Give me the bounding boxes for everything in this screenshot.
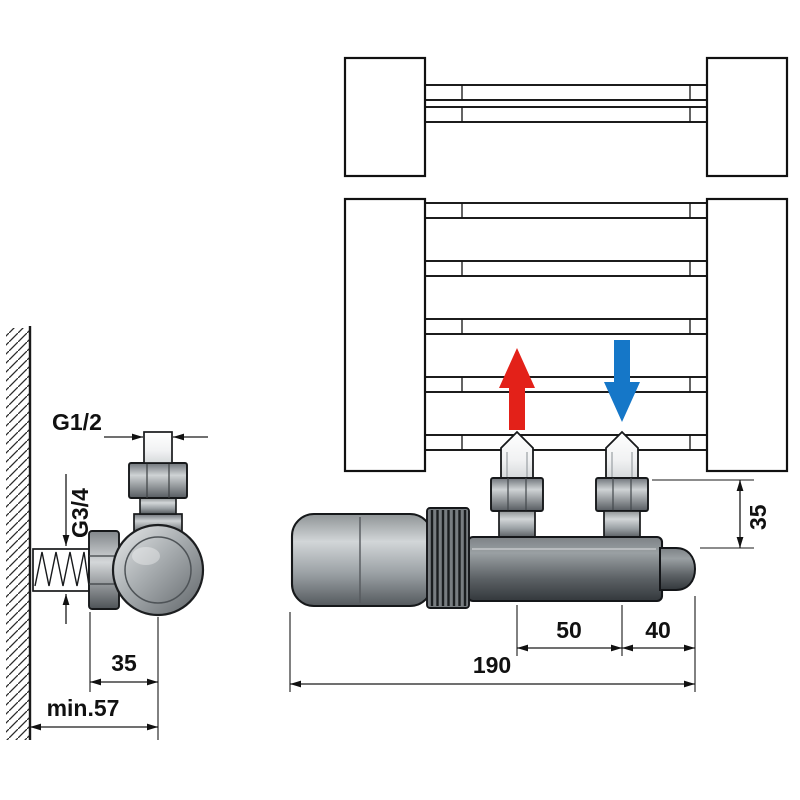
valve-union-facets	[146, 463, 170, 498]
wall	[6, 326, 32, 740]
radiator-rails	[343, 56, 789, 473]
valve-body	[111, 523, 205, 617]
valve-union-nut	[128, 462, 188, 499]
valve-body-highlight	[132, 547, 160, 565]
up-arrow	[499, 348, 535, 430]
dim-35-left-label: 35	[111, 650, 137, 676]
down-arrow	[604, 340, 640, 422]
dim-g12-label: G1/2	[52, 409, 102, 435]
radiator-right-rail-bottom	[705, 197, 789, 473]
dim-min57-label: min.57	[47, 695, 120, 721]
right-dimensions: 35 50 40 190	[289, 479, 771, 692]
radiator	[343, 56, 789, 473]
valve-body-inner-ring	[124, 536, 192, 604]
wall-thread-zigzag	[34, 551, 90, 587]
dim-50-label: 50	[556, 617, 582, 643]
left-dimensions: G1/2 G3/4 35 min.57	[30, 409, 208, 740]
dim-g34-label: G3/4	[67, 488, 93, 538]
pipe-left-collar	[498, 510, 536, 539]
pipe-left-union-nut	[490, 477, 544, 512]
valve-tailpiece	[143, 431, 173, 464]
radiator-right-rail-top	[705, 56, 789, 178]
radiator-left-rail-top	[343, 56, 427, 178]
wall-hex-facets	[89, 555, 119, 585]
dim-190-label: 190	[473, 652, 511, 678]
wall-hatch	[6, 328, 30, 740]
thermostatic-head	[290, 512, 434, 608]
manifold-valve	[290, 507, 697, 609]
radiator-tubes	[424, 84, 708, 451]
connection-pipe-right	[595, 430, 649, 539]
valve-neck	[139, 497, 177, 515]
pipe-right-collar	[603, 510, 641, 539]
dim-40-label: 40	[645, 617, 671, 643]
radiator-left-rail-bottom	[343, 197, 427, 473]
pipe-right-union-nut	[595, 477, 649, 512]
dim-35-right-label: 35	[745, 504, 771, 530]
radiator-tube-ticks	[461, 85, 691, 450]
manifold-outlet-pipe	[659, 547, 697, 591]
manifold-body	[466, 535, 664, 603]
connection-pipe-left	[490, 430, 544, 539]
corner-valve	[32, 431, 205, 617]
head-ribs	[430, 510, 467, 606]
